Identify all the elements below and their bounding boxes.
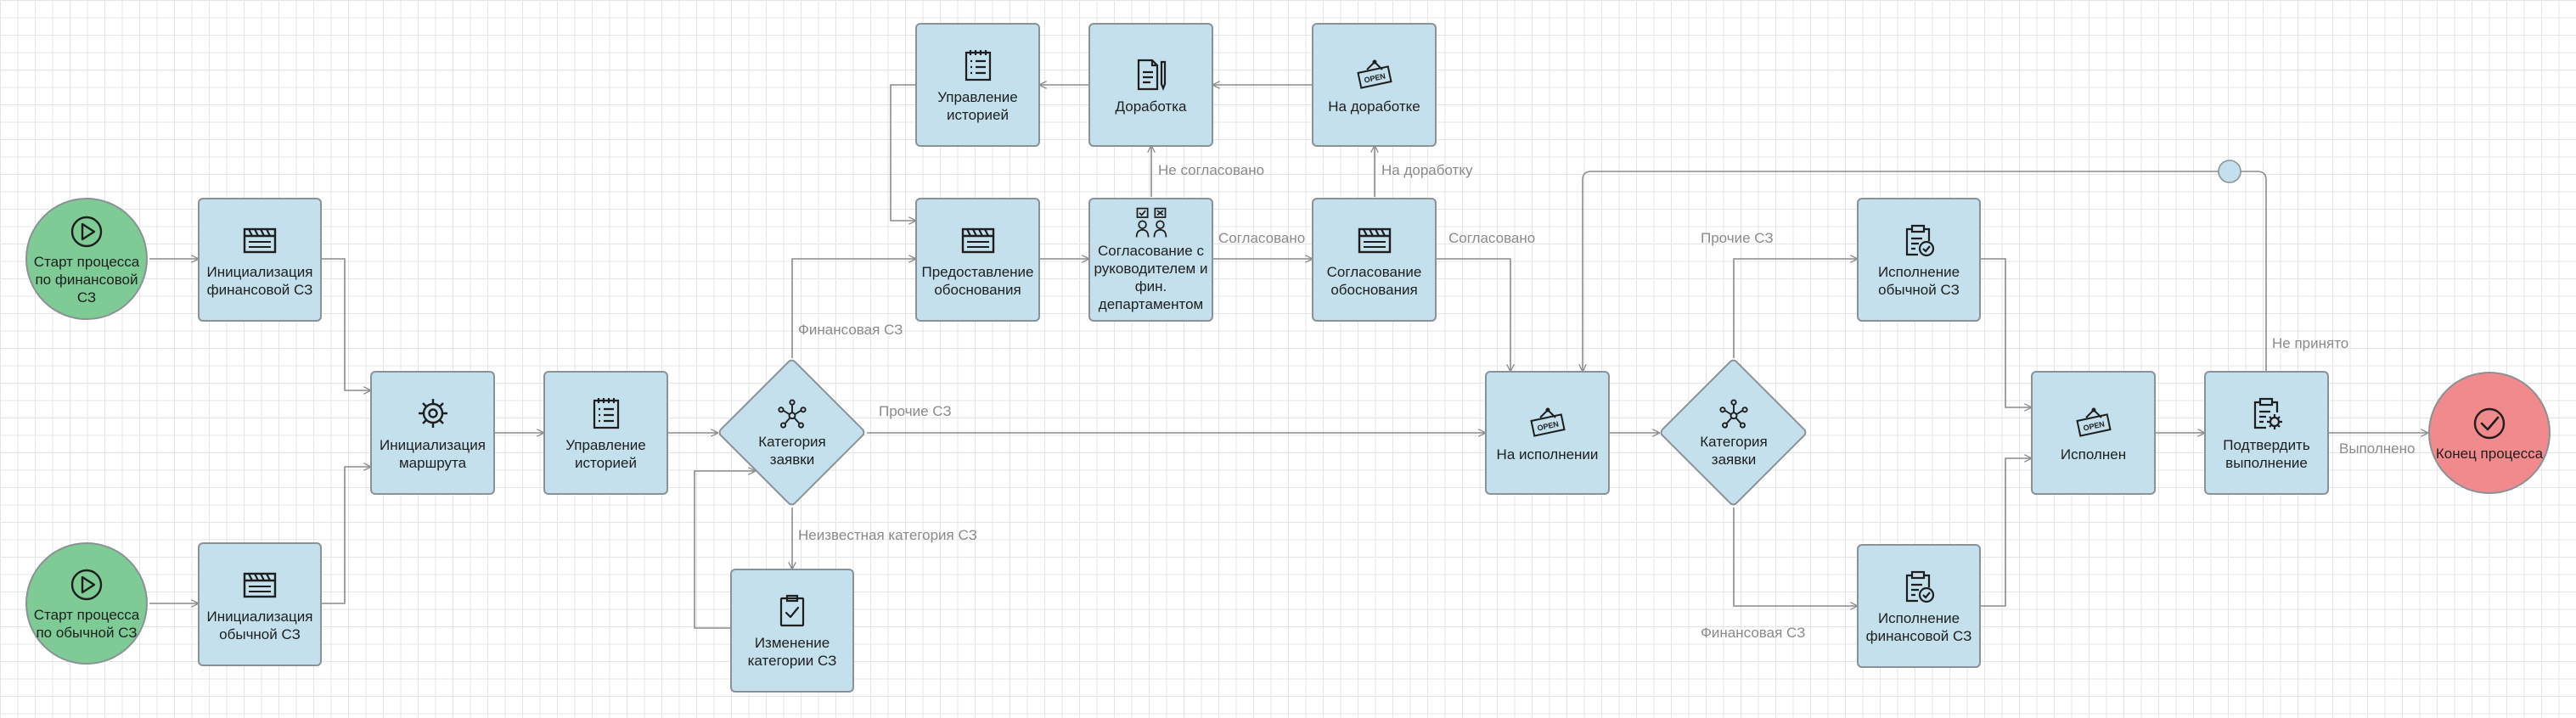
edge-label-other-sz-2: Прочие СЗ (1701, 230, 1774, 246)
open-sign-icon: OPEN (2075, 407, 2112, 437)
edge-label-to-rework: На доработку (1381, 162, 1473, 178)
edge-approvaljust-executing (1437, 258, 1510, 371)
edge-execfin-executed (1981, 458, 2031, 607)
start-event-ordinary-label: Старт процесса по обычной СЗ (33, 607, 140, 641)
task-init-financial[interactable]: Инициализация финансовой СЗ (198, 198, 322, 322)
task-confirm-label: Подтвердить выполнение (2223, 437, 2310, 471)
gear-icon (418, 399, 447, 428)
task-approval-head[interactable]: Согласование с руководителем и фин. депа… (1088, 198, 1213, 322)
task-exec-financial[interactable]: Исполнение финансовой СЗ (1857, 544, 1981, 668)
clapperboard-icon (243, 572, 277, 598)
task-on-rework[interactable]: OPEN На доработке (1312, 23, 1437, 147)
clipboard-check-icon (779, 594, 805, 627)
task-history-top[interactable]: Управление историей (915, 23, 1040, 147)
task-history-main-label: Управление историей (565, 437, 646, 471)
edge-label-not-agreed: Не согласовано (1158, 162, 1265, 178)
clipboard-done-icon (1905, 224, 1935, 257)
task-change-category-label: Изменение категории СЗ (747, 635, 837, 669)
task-change-category[interactable]: Изменение категории СЗ (730, 569, 854, 693)
edge-label-done: Выполнено (2339, 440, 2416, 457)
edge-label-agreed-2: Согласовано (1448, 230, 1536, 246)
task-history-top-label: Управление историей (937, 89, 1018, 123)
clapperboard-icon (243, 227, 277, 254)
edge-execord-executed (1981, 258, 2031, 407)
edge-change-category (694, 471, 755, 629)
task-rework[interactable]: Доработка (1088, 23, 1213, 147)
task-rework-label: Доработка (1115, 98, 1187, 115)
edge-history-justification (890, 84, 915, 221)
task-approval-justification-label: Согласование обоснования (1326, 264, 1422, 298)
open-sign-icon: OPEN (1356, 59, 1392, 89)
network-icon (778, 399, 807, 429)
edge-confirm-executing (1583, 171, 2267, 371)
task-exec-ordinary[interactable]: Исполнение обычной СЗ (1857, 198, 1981, 322)
task-approval-justification[interactable]: Согласование обоснования (1312, 198, 1437, 322)
task-exec-financial-label: Исполнение финансовой СЗ (1865, 610, 1972, 644)
voting-people-icon (1135, 207, 1167, 238)
end-event[interactable]: Конец процесса (2428, 372, 2551, 494)
task-in-execution-label: На исполнении (1496, 446, 1599, 463)
start-event-ordinary[interactable]: Старт процесса по обычной СЗ (25, 542, 148, 665)
task-init-route-label: Инициализация маршрута (380, 437, 486, 471)
task-history-main[interactable]: Управление историей (543, 371, 668, 495)
edge-label-not-accepted: Не принято (2272, 335, 2349, 351)
check-circle-icon (2473, 407, 2506, 439)
task-init-ordinary[interactable]: Инициализация обычной СЗ (198, 542, 322, 666)
gateway-category-sz-label: Категория заявки (1700, 434, 1768, 468)
start-event-financial[interactable]: Старт процесса по финансовой СЗ (25, 198, 148, 320)
open-sign-icon: OPEN (1529, 407, 1566, 437)
clapperboard-icon (961, 227, 994, 254)
edge-category-justification (791, 259, 915, 358)
task-in-execution[interactable]: OPEN На исполнении (1485, 371, 1610, 495)
notepad-list-icon (593, 398, 619, 429)
task-init-financial-label: Инициализация финансовой СЗ (206, 264, 313, 298)
junction-dot (2218, 160, 2241, 183)
notepad-list-icon (965, 50, 991, 81)
edge-category2-execfin (1733, 508, 1857, 606)
task-confirm[interactable]: Подтвердить выполнение (2204, 371, 2329, 495)
task-on-rework-label: На доработке (1328, 98, 1420, 115)
task-executed-label: Исполнен (2060, 446, 2127, 463)
edge-label-unknown-category: Неизвестная категория СЗ (798, 527, 977, 543)
task-executed[interactable]: OPEN Исполнен (2031, 371, 2156, 495)
gateway-category-sz-content: Категория заявки (1659, 358, 1808, 508)
edge-label-agreed-1: Согласовано (1218, 230, 1306, 246)
clipboard-done-icon (1905, 570, 1935, 603)
gateway-category-request-label: Категория заявки (758, 434, 826, 468)
task-approval-head-label: Согласование с руководителем и фин. депа… (1094, 243, 1208, 312)
task-init-route[interactable]: Инициализация маршрута (370, 371, 495, 495)
edge-label-other-sz: Прочие СЗ (879, 403, 952, 419)
clipboard-gear-icon (2253, 397, 2282, 429)
task-justification[interactable]: Предоставление обоснования (915, 198, 1040, 322)
task-init-ordinary-label: Инициализация обычной СЗ (206, 609, 313, 642)
document-pen-icon (1137, 59, 1166, 91)
edge-initord-route (322, 467, 370, 604)
end-event-label: Конец процесса (2435, 445, 2544, 462)
task-exec-ordinary-label: Исполнение обычной СЗ (1877, 264, 1960, 298)
edge-label-financial-sz: Финансовая СЗ (798, 322, 903, 338)
gateway-category-request-content: Категория заявки (717, 358, 867, 508)
clapperboard-icon (1358, 227, 1391, 254)
play-icon (70, 216, 103, 247)
play-icon (70, 569, 103, 601)
edge-label-financial-sz-2: Финансовая СЗ (1701, 625, 1806, 641)
task-justification-label: Предоставление обоснования (921, 264, 1034, 298)
start-event-financial-label: Старт процесса по финансовой СЗ (33, 253, 140, 306)
edge-category2-execord (1733, 259, 1857, 358)
edge-initfin-route (322, 258, 370, 390)
network-icon (1719, 399, 1748, 429)
